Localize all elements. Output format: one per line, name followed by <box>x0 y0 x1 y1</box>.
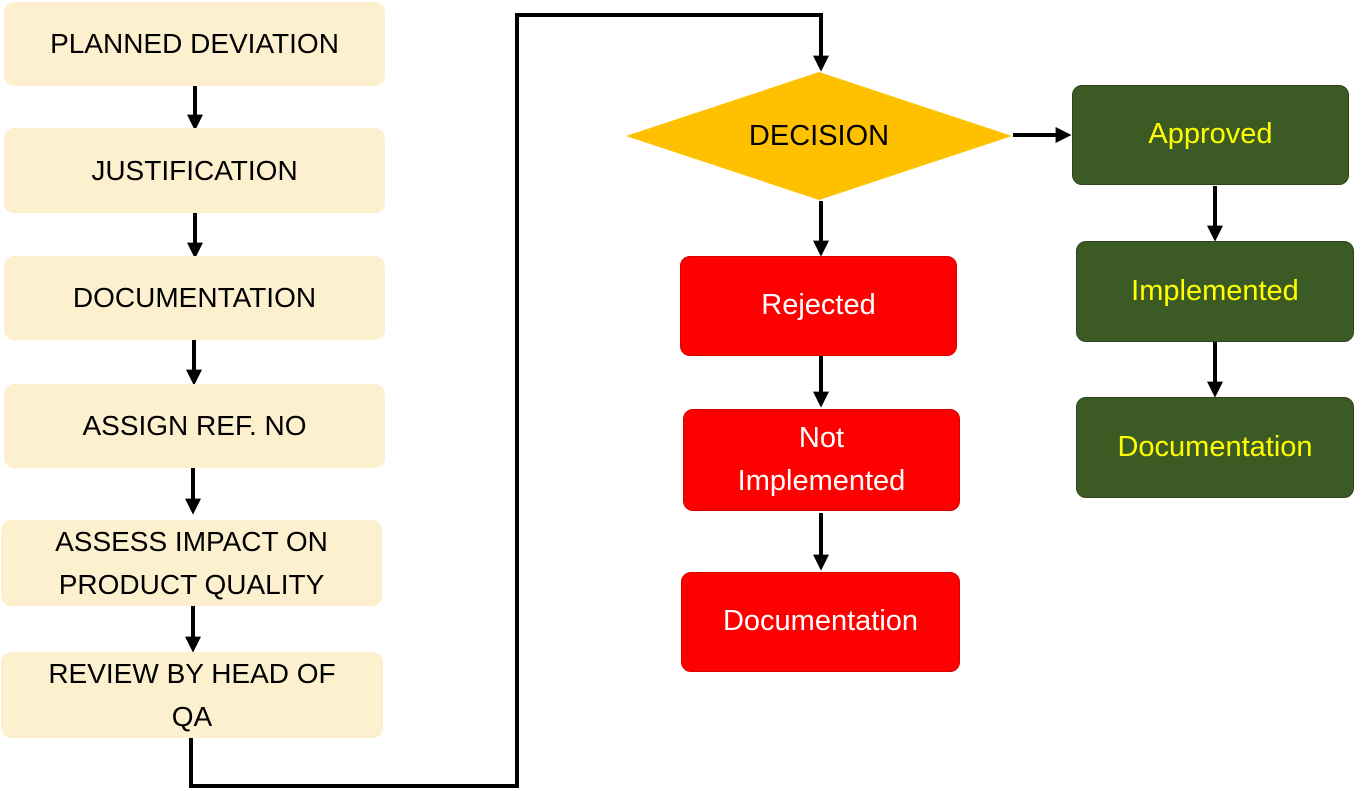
step-documentation: DOCUMENTATION <box>4 256 385 340</box>
step-planned-deviation: PLANNED DEVIATION <box>4 2 385 86</box>
decision-label: DECISION <box>748 119 890 152</box>
decision-diamond <box>626 72 1012 200</box>
step-assess-impact: ASSESS IMPACT ON PRODUCT QUALITY <box>1 520 382 606</box>
step-review-head-of-qa: REVIEW BY HEAD OF QA <box>1 652 383 738</box>
approved-box: Approved <box>1072 85 1349 185</box>
step-assign-ref-no: ASSIGN REF. NO <box>4 384 385 468</box>
rejected-documentation-box: Documentation <box>681 572 960 672</box>
not-implemented-box: Not Implemented <box>683 409 960 511</box>
approved-documentation-box: Documentation <box>1076 397 1354 498</box>
step-justification: JUSTIFICATION <box>4 128 385 213</box>
implemented-box: Implemented <box>1076 241 1354 342</box>
rejected-box: Rejected <box>680 256 957 356</box>
